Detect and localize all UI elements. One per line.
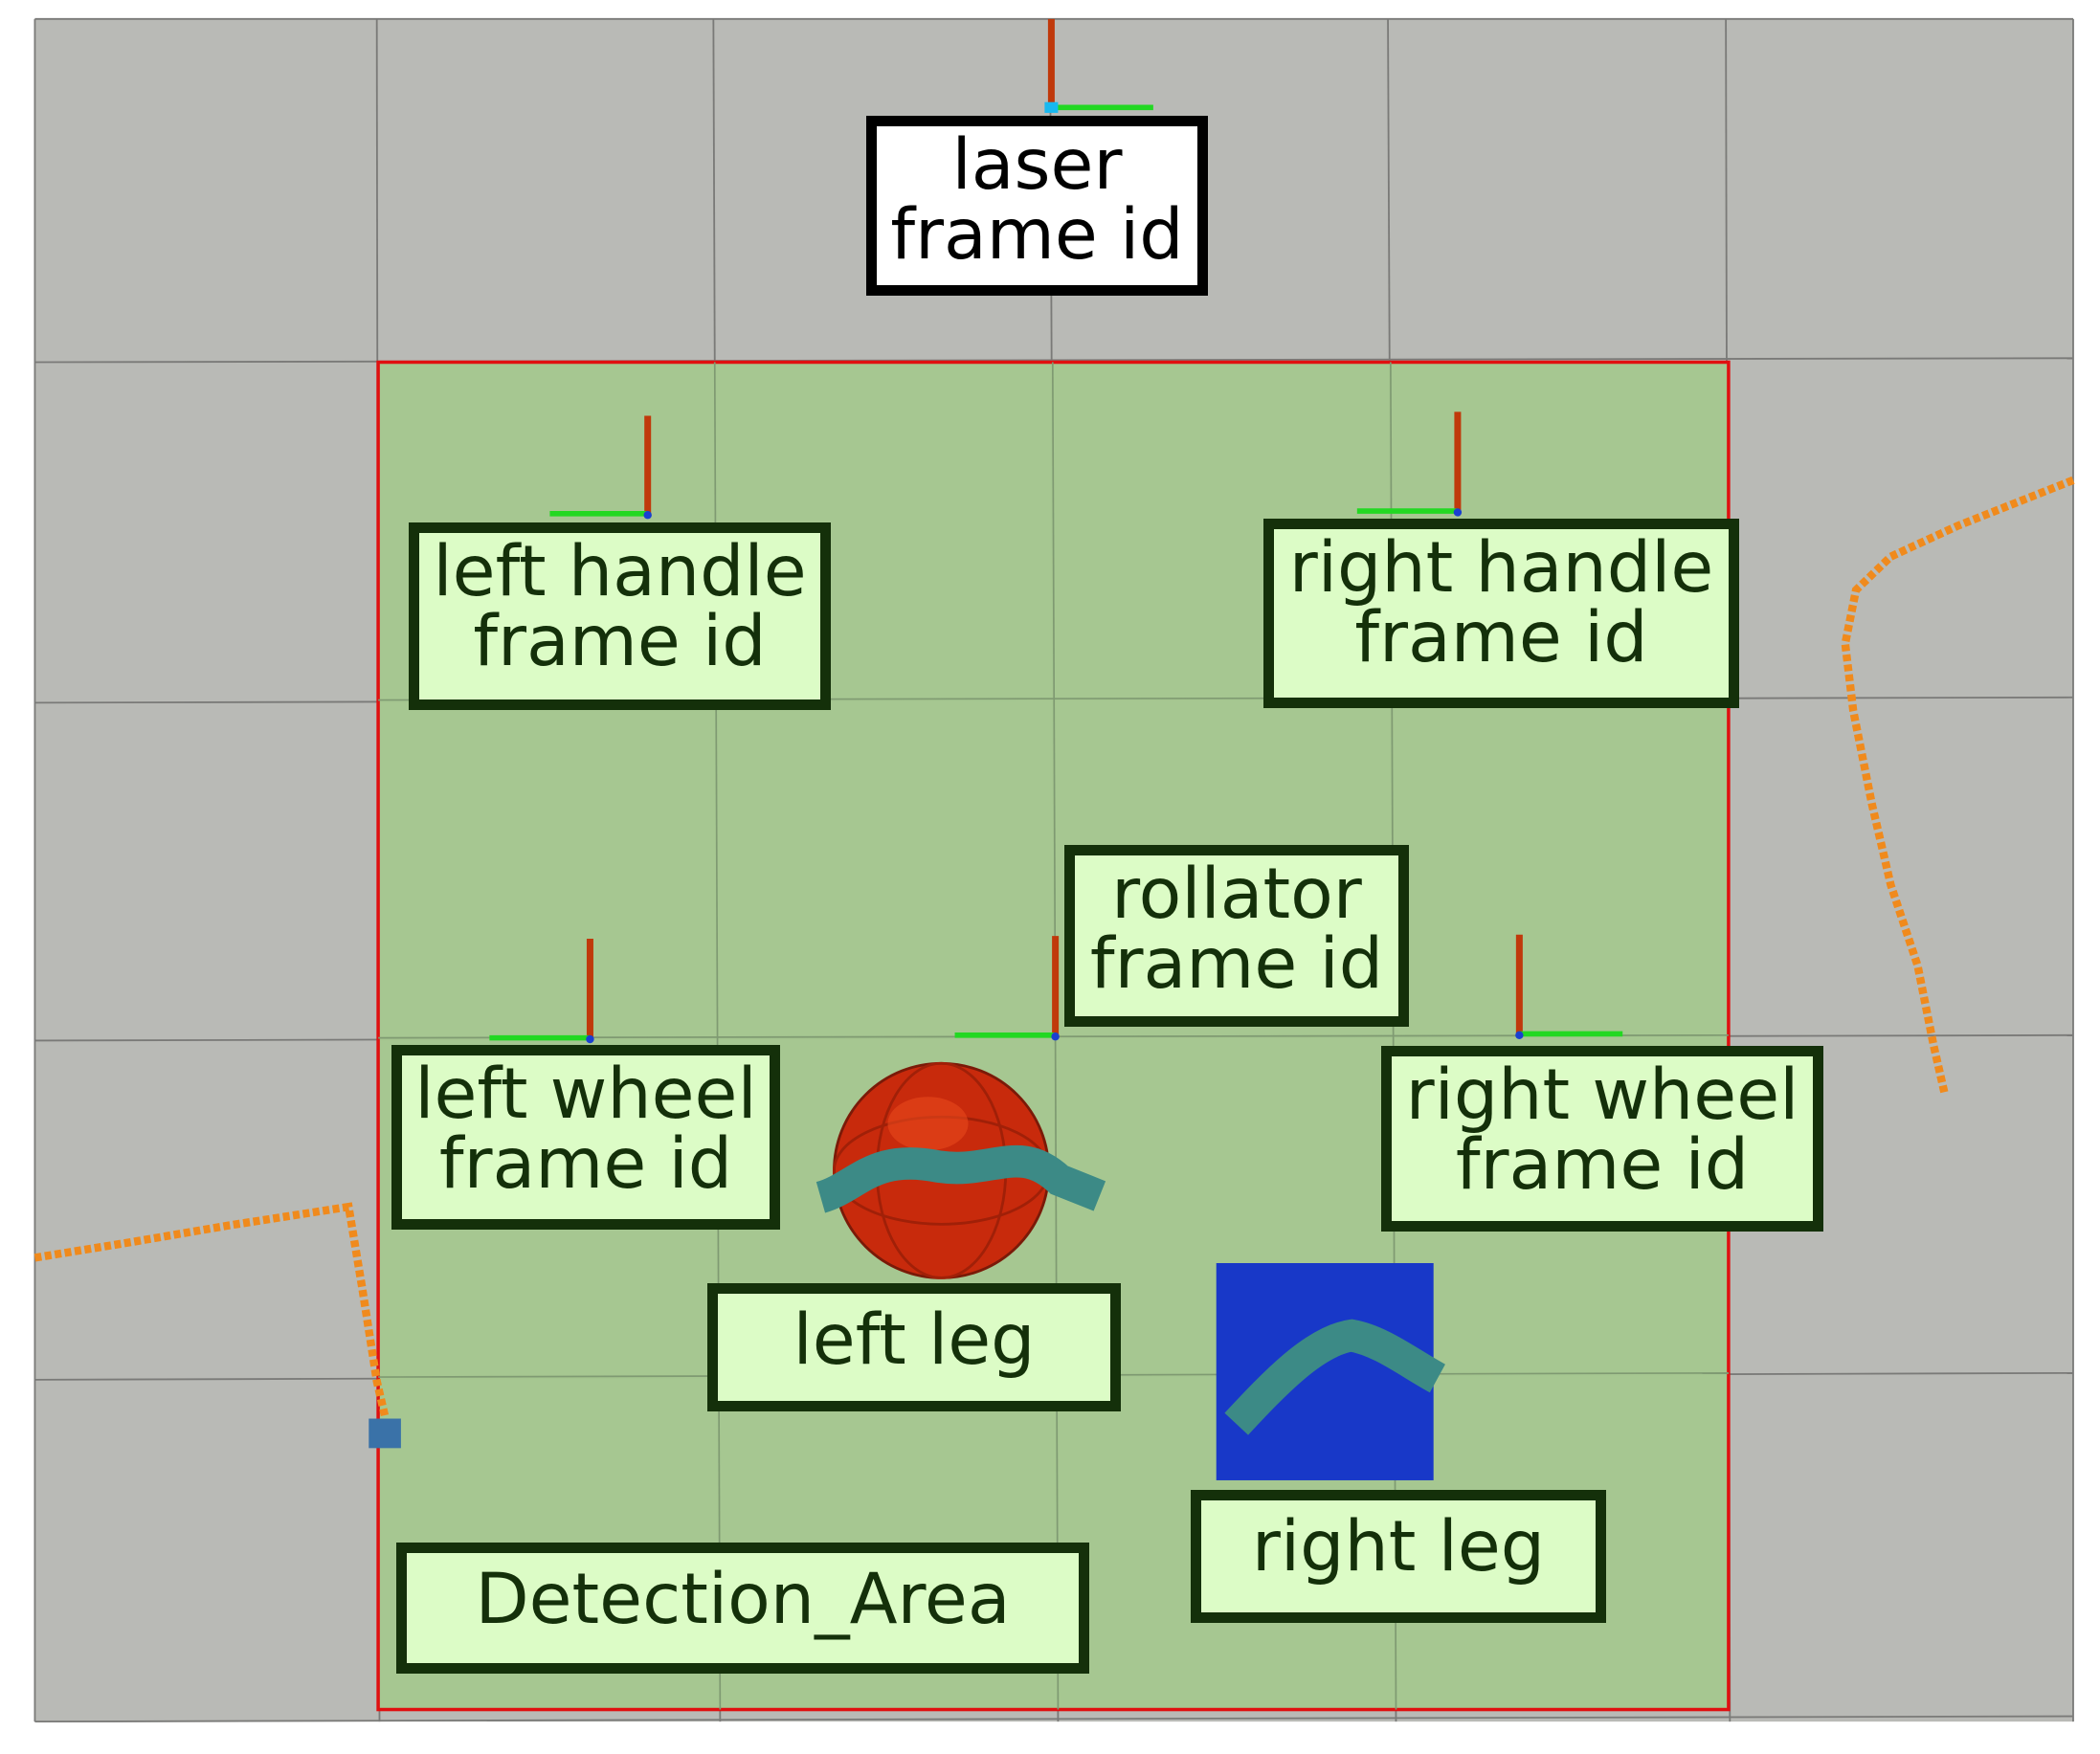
label-left-handle-frame: left handle frame id xyxy=(409,522,831,710)
scan-segment-right xyxy=(1841,476,2075,1095)
label-rollator-frame: rollator frame id xyxy=(1064,845,1409,1027)
scan-endpoint-marker xyxy=(369,1418,401,1449)
label-text: left leg xyxy=(793,1299,1036,1381)
scan-segment-left xyxy=(34,1202,390,1417)
label-text: laser xyxy=(951,124,1123,206)
tf-axes-icon xyxy=(1515,934,1623,1040)
label-laser-frame: laser frame id xyxy=(866,116,1208,296)
label-text: right leg xyxy=(1251,1506,1546,1587)
leg-scan-trace xyxy=(815,1144,1106,1213)
left-leg-marker[interactable] xyxy=(815,1061,1106,1279)
tf-axes-icon xyxy=(954,936,1060,1041)
label-text: left wheel xyxy=(414,1054,757,1135)
label-left-leg: left leg xyxy=(707,1283,1121,1411)
tf-left-handle-frame xyxy=(549,415,652,520)
tf-axes-icon xyxy=(1356,411,1463,517)
tf-right-handle-frame xyxy=(1356,411,1463,517)
right-leg-marker[interactable] xyxy=(1216,1262,1446,1480)
label-text: right handle xyxy=(1288,527,1714,609)
tf-rollator-frame xyxy=(954,936,1060,1041)
label-text: frame id xyxy=(1089,923,1384,1005)
label-text: frame id xyxy=(1455,1124,1750,1206)
label-text: rollator xyxy=(1111,854,1362,935)
tf-axes-icon xyxy=(549,415,652,520)
tf-left-wheel-frame xyxy=(489,938,594,1044)
label-detection-area: Detection_Area xyxy=(396,1543,1089,1674)
label-text: frame id xyxy=(438,1123,733,1205)
tf-axes-icon xyxy=(1044,18,1153,113)
laser-scan-points xyxy=(34,476,2075,1417)
label-text: frame id xyxy=(890,194,1184,276)
tf-laser-frame xyxy=(1044,18,1153,113)
label-text: Detection_Area xyxy=(475,1559,1011,1640)
label-right-handle-frame: right handle frame id xyxy=(1263,519,1739,708)
label-text: frame id xyxy=(1354,597,1648,678)
tf-right-wheel-frame xyxy=(1515,934,1623,1040)
tf-axes-icon xyxy=(489,938,594,1044)
label-left-wheel-frame: left wheel frame id xyxy=(391,1045,780,1230)
label-text: right wheel xyxy=(1405,1055,1799,1136)
label-right-wheel-frame: right wheel frame id xyxy=(1381,1046,1823,1232)
label-right-leg: right leg xyxy=(1191,1490,1606,1623)
leg-scan-trace xyxy=(1224,1319,1446,1435)
label-text: frame id xyxy=(473,601,767,682)
label-text: left handle xyxy=(433,531,807,612)
